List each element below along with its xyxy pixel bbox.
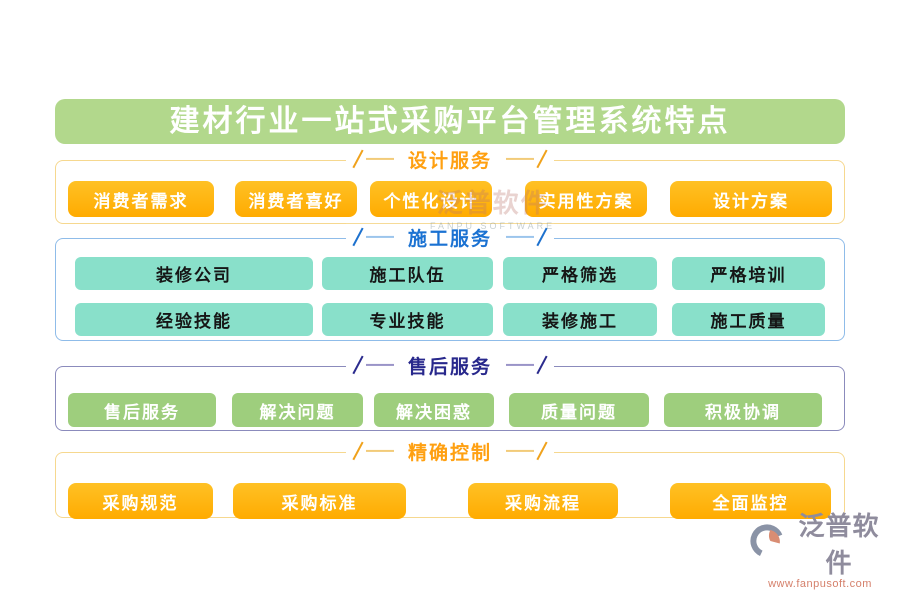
page-title: 建材行业一站式采购平台管理系统特点 — [55, 99, 845, 144]
divider-line — [365, 449, 394, 452]
divider-line — [506, 157, 535, 160]
slash-icon — [536, 441, 548, 461]
section-design-service: 设计服务 消费者需求 消费者喜好 个性化设计 实用性方案 设计方案 — [55, 145, 845, 224]
feature-button-resolve-confusion[interactable]: 解决困惑 — [374, 393, 494, 427]
brand-name: 泛普软件 — [798, 511, 880, 578]
section-design-header: 设计服务 — [345, 145, 555, 172]
feature-button-practical-plan[interactable]: 实用性方案 — [525, 181, 647, 217]
slash-icon — [536, 149, 548, 169]
slash-icon — [536, 227, 548, 247]
feature-button-procurement-standards[interactable]: 采购标准 — [233, 483, 406, 519]
section-title: 设计服务 — [407, 150, 493, 172]
feature-button-active-coordination[interactable]: 积极协调 — [664, 393, 822, 427]
divider-line — [506, 235, 535, 238]
feature-button-strict-screening[interactable]: 严格筛选 — [503, 257, 657, 290]
section-title: 施工服务 — [407, 228, 493, 250]
section-construction-header: 施工服务 — [345, 223, 555, 250]
divider-line — [365, 157, 394, 160]
feature-button-decoration-construction[interactable]: 装修施工 — [503, 303, 657, 336]
feature-button-construction-team[interactable]: 施工队伍 — [322, 257, 493, 290]
feature-button-procurement-process[interactable]: 采购流程 — [468, 483, 618, 519]
slash-icon — [536, 355, 548, 375]
feature-button-construction-quality[interactable]: 施工质量 — [672, 303, 825, 336]
feature-button-full-monitoring[interactable]: 全面监控 — [670, 483, 831, 519]
feature-button-aftersales[interactable]: 售后服务 — [68, 393, 216, 427]
slash-icon — [352, 149, 364, 169]
section-aftersales-header: 售后服务 — [345, 351, 555, 378]
feature-button-consumer-preference[interactable]: 消费者喜好 — [235, 181, 357, 217]
section-precise-control: 精确控制 采购规范 采购标准 采购流程 全面监控 — [55, 437, 845, 519]
section-title: 精确控制 — [407, 442, 493, 464]
section-title: 售后服务 — [407, 356, 493, 378]
section-construction-service: 施工服务 装修公司 施工队伍 严格筛选 严格培训 经验技能 专业技能 装修施工 … — [55, 223, 845, 341]
feature-button-consumer-demand[interactable]: 消费者需求 — [68, 181, 214, 217]
divider-line — [506, 363, 535, 366]
section-control-header: 精确控制 — [345, 437, 555, 464]
divider-line — [365, 363, 394, 366]
slash-icon — [352, 441, 364, 461]
divider-line — [365, 235, 394, 238]
feature-button-design-plan[interactable]: 设计方案 — [670, 181, 832, 217]
section-aftersales-service: 售后服务 售后服务 解决问题 解决困惑 质量问题 积极协调 — [55, 351, 845, 431]
slash-icon — [352, 355, 364, 375]
feature-button-personalized-design[interactable]: 个性化设计 — [370, 181, 492, 217]
feature-button-quality-issues[interactable]: 质量问题 — [509, 393, 649, 427]
feature-button-solve-problems[interactable]: 解决问题 — [232, 393, 363, 427]
feature-button-professional-skill[interactable]: 专业技能 — [322, 303, 493, 336]
brand-logo: 泛普软件 www.fanpusoft.com — [750, 506, 890, 590]
slash-icon — [352, 227, 364, 247]
brand-url[interactable]: www.fanpusoft.com — [768, 578, 872, 590]
fanpu-logo-icon — [750, 523, 784, 563]
feature-button-experience-skill[interactable]: 经验技能 — [75, 303, 313, 336]
feature-button-procurement-norms[interactable]: 采购规范 — [68, 483, 213, 519]
feature-button-decoration-company[interactable]: 装修公司 — [75, 257, 313, 290]
feature-button-strict-training[interactable]: 严格培训 — [672, 257, 825, 290]
divider-line — [506, 449, 535, 452]
